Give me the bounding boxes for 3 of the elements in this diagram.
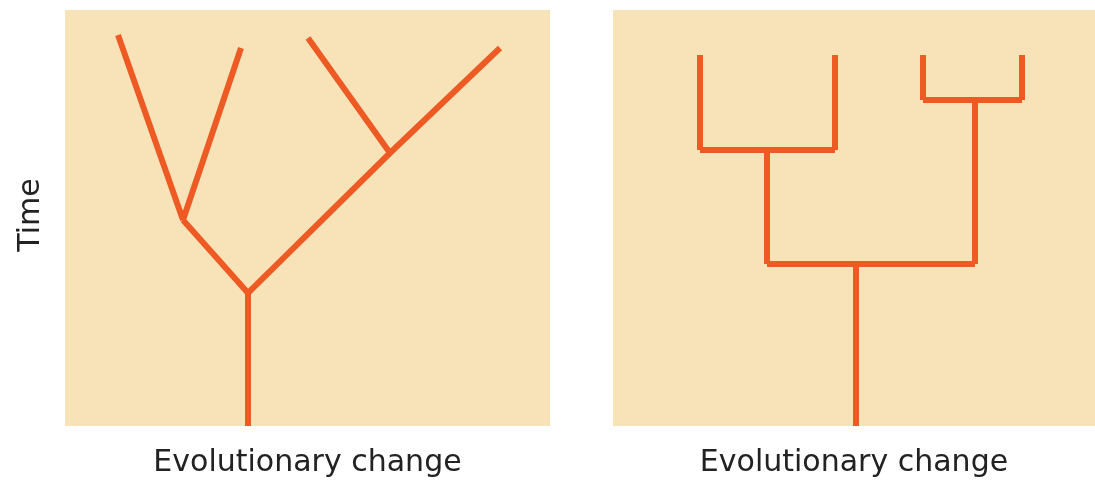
axis-label: Time [10,178,46,252]
axis-label: Evolutionary change [153,442,462,480]
axis-label: Evolutionary change [699,442,1009,480]
